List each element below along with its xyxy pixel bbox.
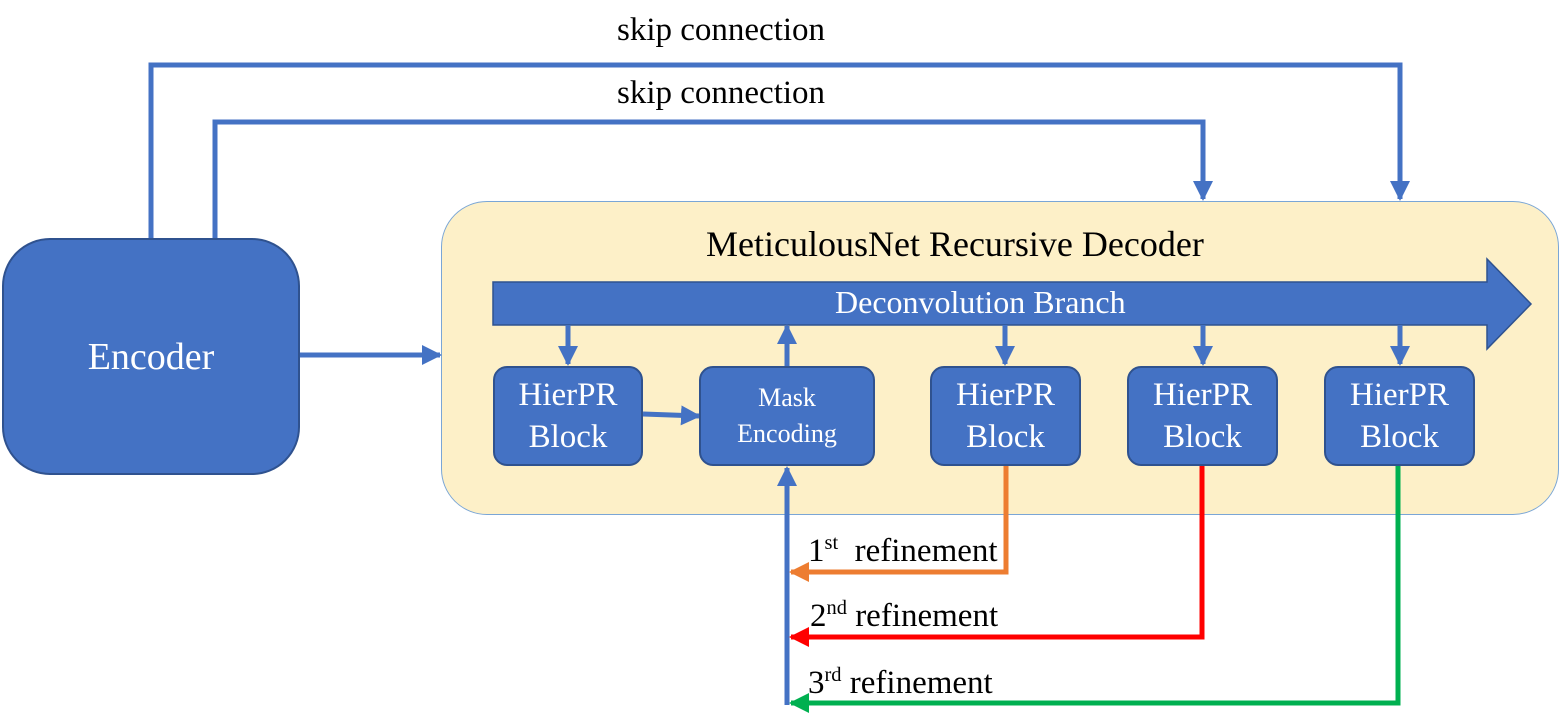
refinement-3-label: 3rd refinement — [808, 664, 993, 702]
block-line-1: HierPR — [1153, 377, 1252, 413]
decoder-title: MeticulousNet Recursive Decoder — [706, 224, 1204, 264]
deconvolution-branch-label: Deconvolution Branch — [835, 284, 1126, 320]
hierpr-block-1: HierPR Block — [493, 366, 643, 466]
refinement-1-sup: st — [824, 532, 839, 554]
refinement-1-label: 1st refinement — [808, 532, 998, 570]
encoder-label: Encoder — [87, 335, 215, 378]
refinement-3-text: refinement — [849, 665, 993, 701]
block-line-1: HierPR — [518, 377, 618, 413]
block-line-1: HierPR — [1350, 377, 1449, 413]
skip-connection-label-inner: skip connection — [617, 75, 826, 111]
refinement-2-sup: nd — [826, 597, 847, 619]
hierpr-block-2: HierPR Block — [930, 366, 1081, 466]
refinement-2-line — [789, 466, 1205, 647]
refinement-1-num: 1 — [808, 533, 825, 569]
block-line-2: Encoding — [737, 419, 837, 448]
refinement-2-text: refinement — [855, 598, 999, 634]
refinement-2-num: 2 — [810, 598, 827, 634]
hierpr-block-3: HierPR Block — [1127, 366, 1278, 466]
skip-connection-label-outer: skip connection — [617, 12, 826, 48]
block-to-mask-arrow — [642, 405, 701, 426]
skip-connection-inner-line — [212, 119, 1213, 238]
block-line-1: HierPR — [956, 377, 1055, 413]
refinement-1-text: refinement — [854, 533, 998, 569]
refinement-1-line — [789, 466, 1009, 582]
hierpr-block-4: HierPR Block — [1324, 366, 1475, 466]
refinement-2-label: 2nd refinement — [810, 597, 998, 635]
block-line-1: Mask — [758, 383, 816, 412]
refinement-3-num: 3 — [808, 665, 825, 701]
refinement-3-sup: rd — [824, 664, 842, 686]
block-line-2: Block — [528, 419, 608, 455]
skip-connection-outer-line — [148, 62, 1410, 238]
refinement-3-line — [789, 466, 1401, 713]
block-line-2: Block — [1360, 419, 1439, 455]
encoder-box: Encoder — [2, 238, 300, 475]
block-line-2: Block — [966, 419, 1045, 455]
deconvolution-branch-arrow — [492, 257, 1533, 351]
block-line-2: Block — [1163, 419, 1242, 455]
